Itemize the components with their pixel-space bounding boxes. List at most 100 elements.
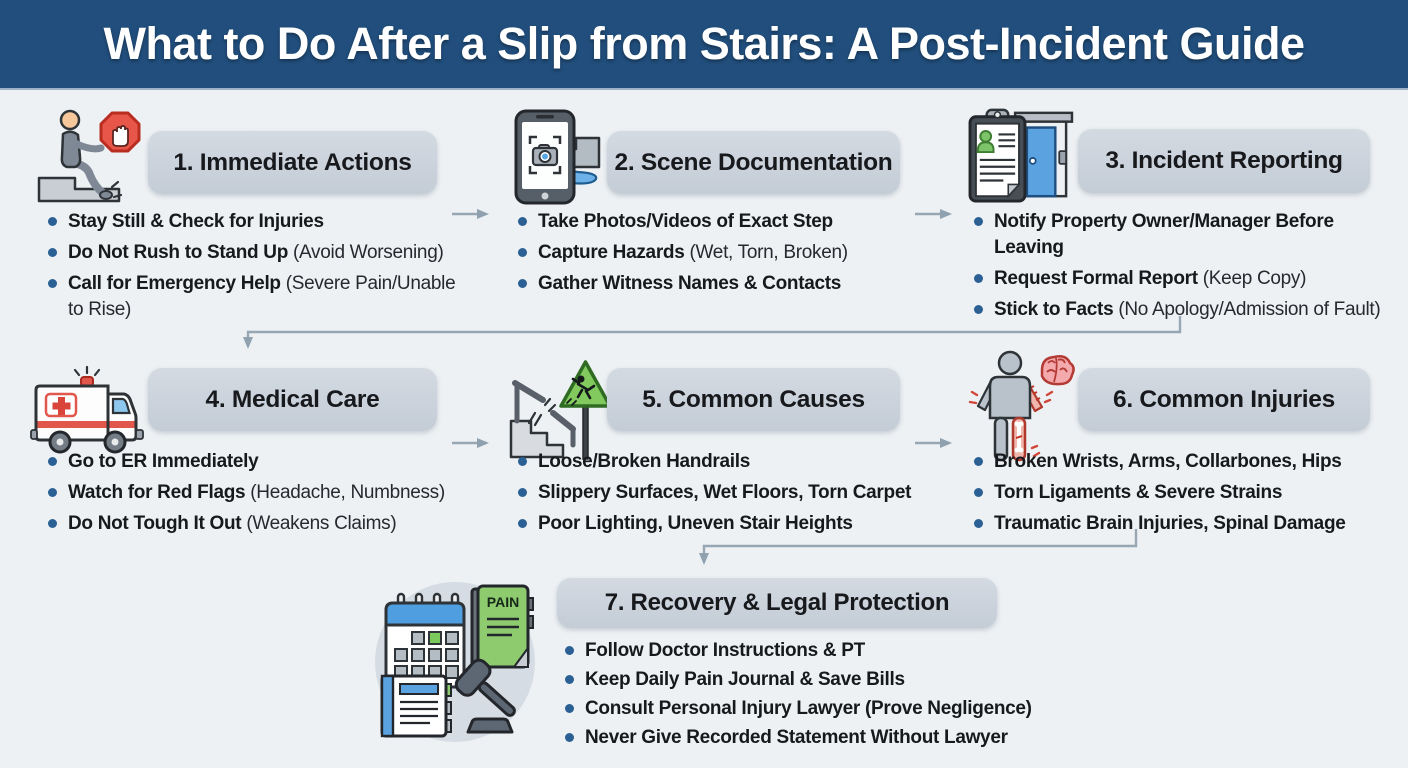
list-item: Traumatic Brain Injuries, Spinal Damage [974, 511, 1408, 537]
calendar-pain-journal-gavel-icon: PAIN [375, 582, 535, 742]
bullet-text: Consult Personal Injury Lawyer (Prove Ne… [585, 698, 1032, 719]
section-title-box: 1. Immediate Actions [148, 131, 437, 194]
section-common-injuries: 6. Common Injuries Broken Wrists, Arms, … [960, 348, 1408, 548]
section-title-box: 5. Common Causes [607, 368, 900, 431]
section-title: 7. Recovery & Legal Protection [604, 589, 950, 616]
bullet-text: Loose/Broken Handrails [538, 451, 750, 472]
section-title-box: 7. Recovery & Legal Protection [557, 578, 997, 628]
bullet-text: Follow Doctor Instructions & PT [585, 640, 865, 661]
bullet-text: Request Formal Report (Keep Copy) [994, 268, 1307, 289]
bullet-text: Do Not Tough It Out (Weakens Claims) [68, 513, 397, 534]
list-item: Follow Doctor Instructions & PT [565, 638, 1045, 664]
svg-text:PAIN: PAIN [487, 594, 519, 610]
list-item: Watch for Red Flags (Headache, Numbness) [48, 480, 472, 506]
bullet-list: Take Photos/Videos of Exact Step Capture… [518, 209, 942, 302]
section-scene-documentation: 2. Scene Documentation Take Photos/Video… [500, 103, 940, 353]
header: What to Do After a Slip from Stairs: A P… [0, 0, 1408, 90]
list-item: Go to ER Immediately [48, 449, 472, 475]
bullet-dot-icon [48, 248, 57, 257]
list-item: Never Give Recorded Statement Without La… [565, 725, 1045, 751]
list-item: Do Not Rush to Stand Up (Avoid Worsening… [48, 240, 472, 266]
bullet-dot-icon [48, 217, 57, 226]
bullet-dot-icon [48, 279, 57, 288]
list-item: Consult Personal Injury Lawyer (Prove Ne… [565, 696, 1045, 722]
bullet-dot-icon [974, 274, 983, 283]
bullet-text: Slippery Surfaces, Wet Floors, Torn Carp… [538, 482, 912, 503]
bullet-dot-icon [518, 279, 527, 288]
list-item: Request Formal Report (Keep Copy) [974, 266, 1408, 292]
list-item: Loose/Broken Handrails [518, 449, 948, 475]
section-title-box: 6. Common Injuries [1078, 368, 1370, 431]
bullet-dot-icon [518, 519, 527, 528]
bullet-dot-icon [565, 733, 574, 742]
bullet-text: Poor Lighting, Uneven Stair Heights [538, 513, 853, 534]
bullet-text: Torn Ligaments & Severe Strains [994, 482, 1283, 503]
list-item: Notify Property Owner/Manager Before Lea… [974, 209, 1408, 261]
bullet-text: Gather Witness Names & Contacts [538, 273, 842, 294]
bullet-text: Notify Property Owner/Manager Before Lea… [994, 211, 1334, 258]
bullet-list: Notify Property Owner/Manager Before Lea… [974, 209, 1408, 328]
ambulance-icon [30, 365, 144, 454]
bullet-dot-icon [48, 488, 57, 497]
bullet-text: Capture Hazards (Wet, Torn, Broken) [538, 242, 848, 263]
section-recovery-legal-protection: PAIN 7. Recovery & Legal P [372, 568, 1062, 766]
section-title-box: 2. Scene Documentation [607, 131, 900, 194]
section-medical-care: 4. Medical Care Go to ER Immediately Wat… [30, 352, 470, 552]
bullet-dot-icon [974, 488, 983, 497]
bullet-text: Stay Still & Check for Injuries [68, 211, 324, 232]
list-item: Torn Ligaments & Severe Strains [974, 480, 1408, 506]
gavel-icon [454, 658, 516, 734]
list-item: Stick to Facts (No Apology/Admission of … [974, 297, 1408, 323]
pain-journal-icon: PAIN [470, 584, 534, 669]
bullet-dot-icon [974, 305, 983, 314]
bullet-dot-icon [518, 488, 527, 497]
section-title-box: 4. Medical Care [148, 368, 437, 431]
bullet-dot-icon [518, 248, 527, 257]
bullet-text: Go to ER Immediately [68, 451, 259, 472]
section-title: 5. Common Causes [642, 385, 865, 413]
bullet-dot-icon [974, 519, 983, 528]
list-item: Stay Still & Check for Injuries [48, 209, 472, 235]
person-slipping-stairs-stop-icon [37, 109, 141, 203]
section-title-box: 3. Incident Reporting [1078, 129, 1370, 193]
section-title: 3. Incident Reporting [1105, 147, 1343, 174]
bullet-text: Do Not Rush to Stand Up (Avoid Worsening… [68, 242, 444, 263]
section-title: 4. Medical Care [205, 385, 380, 413]
injured-body-brain-icon [968, 350, 1075, 462]
list-item: Take Photos/Videos of Exact Step [518, 209, 942, 235]
bullet-text: Watch for Red Flags (Headache, Numbness) [68, 482, 445, 503]
bullet-dot-icon [565, 675, 574, 684]
section-immediate-actions: 1. Immediate Actions Stay Still & Check … [30, 103, 470, 353]
section-title: 6. Common Injuries [1113, 385, 1335, 413]
list-item: Keep Daily Pain Journal & Save Bills [565, 667, 1045, 693]
list-item: Broken Wrists, Arms, Collarbones, Hips [974, 449, 1408, 475]
bullet-list: Stay Still & Check for Injuries Do Not R… [48, 209, 472, 328]
bullet-text: Take Photos/Videos of Exact Step [538, 211, 833, 232]
list-item: Poor Lighting, Uneven Stair Heights [518, 511, 948, 537]
bullet-dot-icon [974, 457, 983, 466]
list-item: Do Not Tough It Out (Weakens Claims) [48, 511, 472, 537]
calendar-icon [384, 592, 466, 689]
clipboard-report-door-icon [968, 108, 1074, 203]
bullet-dot-icon [565, 646, 574, 655]
bullet-list: Go to ER Immediately Watch for Red Flags… [48, 449, 472, 542]
bullet-text: Never Give Recorded Statement Without La… [585, 727, 1008, 748]
list-item: Call for Emergency Help (Severe Pain/​Un… [48, 271, 472, 323]
section-common-causes: 5. Common Causes Loose/Broken Handrails … [500, 352, 940, 552]
list-item: Slippery Surfaces, Wet Floors, Torn Carp… [518, 480, 948, 506]
bullet-text: Traumatic Brain Injuries, Spinal Damage [994, 513, 1346, 534]
phone-camera-wet-stairs-icon [514, 109, 601, 205]
section-title: 2. Scene Documentation [614, 148, 893, 176]
bullet-dot-icon [518, 217, 527, 226]
bullet-text: Call for Emergency Help (Severe Pain/​Un… [68, 273, 456, 320]
bullet-dot-icon [974, 217, 983, 226]
bullet-list: Loose/Broken Handrails Slippery Surfaces… [518, 449, 948, 542]
bullet-dot-icon [48, 519, 57, 528]
section-incident-reporting: 3. Incident Reporting Notify Property Ow… [960, 100, 1408, 350]
bullet-list: Broken Wrists, Arms, Collarbones, Hips T… [974, 449, 1408, 542]
bullet-dot-icon [565, 704, 574, 713]
section-title: 1. Immediate Actions [173, 148, 412, 176]
list-item: Capture Hazards (Wet, Torn, Broken) [518, 240, 942, 266]
bullet-list: Follow Doctor Instructions & PT Keep Dai… [565, 638, 1045, 754]
